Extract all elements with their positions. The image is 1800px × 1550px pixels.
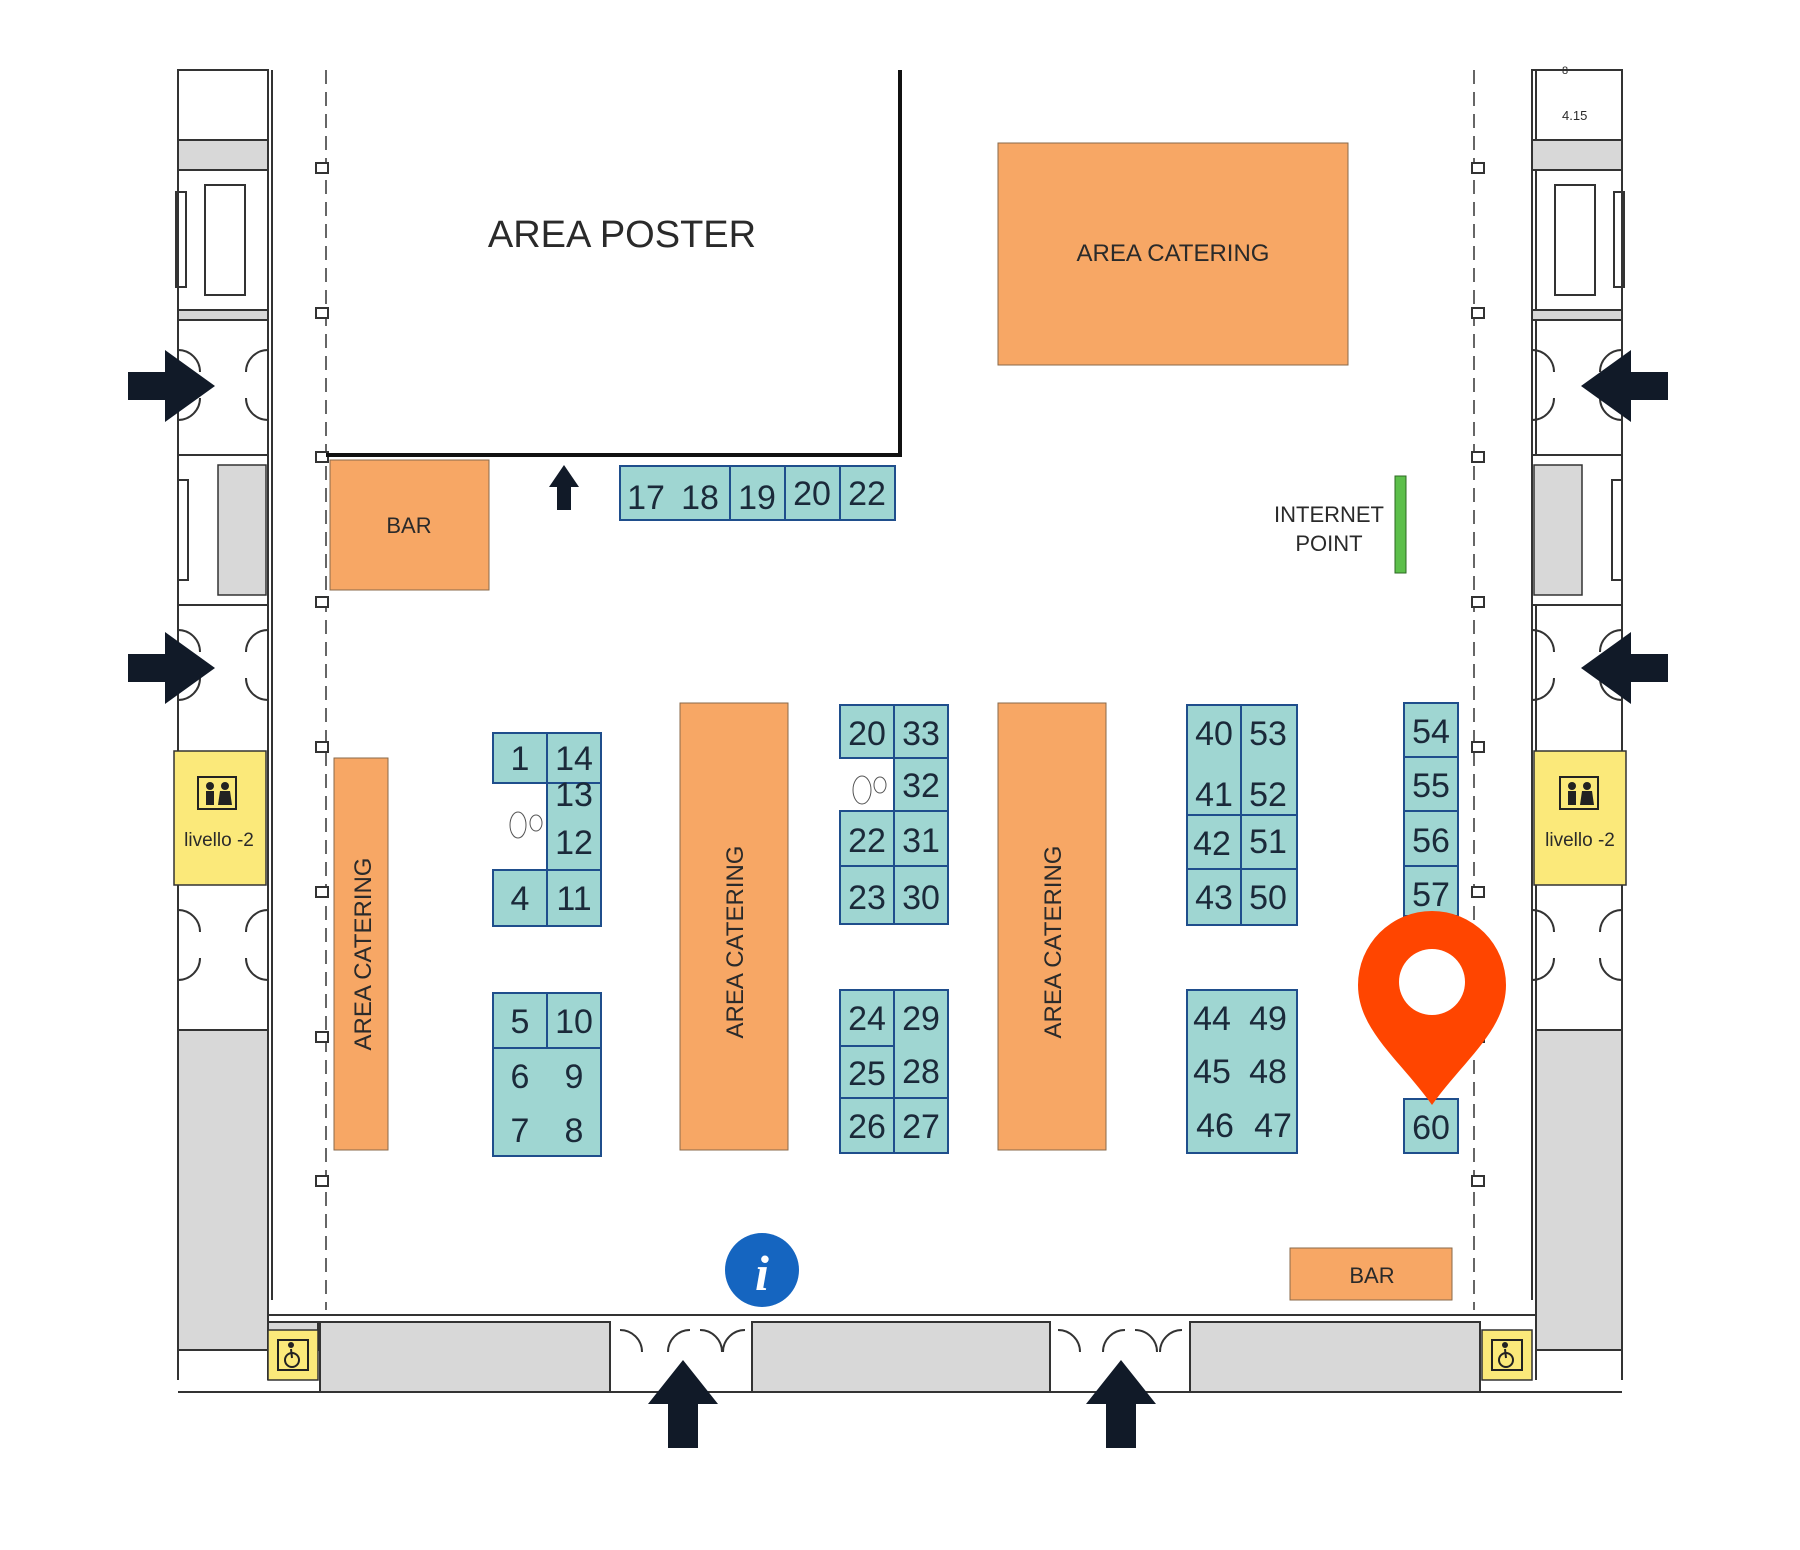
booth-number: 23 [848,879,886,917]
toilets-right-label: livello -2 [1545,830,1615,851]
booth-number: 17 [627,479,665,517]
toilets-right[interactable]: livello -2 [1533,750,1627,886]
dimension-label: 4.15 [1562,108,1587,123]
booth-number: 13 [555,776,593,814]
booth[interactable]: 17 18 [619,465,731,521]
catering-left[interactable]: AREA CATERING [333,757,389,1151]
internet-point[interactable]: INTERNET POINT [1274,475,1407,574]
arrow-icon [648,1360,718,1448]
bar-top[interactable]: BAR [329,459,490,591]
catering-center-left[interactable]: AREA CATERING [679,702,789,1151]
booth-column-g: 54 55 56 57 60 [1403,702,1459,1154]
booth-number: 22 [848,475,886,513]
toilets-left-label: livello -2 [184,830,254,851]
catering-top-label: AREA CATERING [1077,240,1270,267]
bar-bottom[interactable]: BAR [1289,1247,1453,1301]
booth-cluster-a: 1 14 13 12 11 4 13 12 [492,732,602,927]
booth-number: 44 [1193,1000,1231,1038]
wheelchair-icon [1481,1329,1533,1381]
booth-number: 45 [1193,1053,1231,1091]
booth-number: 41 [1195,776,1233,814]
booth-number: 22 [848,822,886,860]
booth-number: 31 [902,822,940,860]
toilets-left[interactable]: livello -2 [173,750,267,886]
booth-number: 29 [902,1000,940,1038]
dimension-small-label: 8 [1562,65,1568,77]
booth-number: 4 [511,880,530,918]
booths-row-top: 17 18 19 20 22 [619,465,896,521]
booth-number: 19 [738,479,776,517]
arrow-icon [128,350,215,422]
catering-center-right-label: AREA CATERING [1040,846,1067,1039]
arrow-icon [128,632,215,704]
booth-number: 26 [848,1108,886,1146]
booth-number: 9 [565,1058,584,1096]
bar-bottom-label: BAR [1349,1263,1394,1288]
booth-number: 42 [1193,825,1231,863]
booth[interactable]: 19 [729,465,786,521]
booth-number: 24 [848,1000,886,1038]
booth-number: 54 [1412,713,1450,751]
booth-cluster-b: 5 10 6 9 7 8 [492,992,602,1157]
arrow-icon [1581,632,1668,704]
arrow-icon [1581,350,1668,422]
booth-number: 43 [1195,879,1233,917]
booth-cluster-c: 20 33 32 22 31 23 30 [839,704,949,925]
bar-top-label: BAR [386,513,431,538]
booth-number: 49 [1249,1000,1287,1038]
booth-number: 50 [1249,879,1287,917]
area-poster-label: AREA POSTER [488,214,756,256]
catering-center-right[interactable]: AREA CATERING [997,702,1107,1151]
booth-number: 5 [511,1003,530,1041]
booth-number: 25 [848,1055,886,1093]
booth-number: 55 [1412,767,1450,805]
booth-number: 51 [1249,823,1287,861]
building-structure: 4.15 8 [175,65,1625,1393]
booth-cluster-e: 40 41 53 52 42 51 43 50 [1186,704,1298,926]
booth-number: 12 [555,824,593,862]
booth-number: 14 [555,740,593,778]
booth-number: 8 [565,1112,584,1150]
booth-number: 40 [1195,715,1233,753]
booth-number: 7 [511,1112,530,1150]
internet-point-label-2: POINT [1295,531,1362,556]
booth-number: 57 [1412,876,1450,914]
booth-number: 53 [1249,715,1287,753]
location-pin-icon[interactable] [1358,911,1506,1105]
booth-number: 33 [902,715,940,753]
svg-text:i: i [755,1245,769,1301]
booth-number: 52 [1249,776,1287,814]
booth-cluster-d: 24 29 28 25 26 27 [839,989,949,1154]
wheelchair-icon [267,1329,319,1381]
restroom-icon [1559,776,1599,810]
booth-number: 46 [1196,1107,1234,1145]
booth-number: 48 [1249,1053,1287,1091]
catering-left-label: AREA CATERING [350,858,377,1051]
info-icon[interactable]: i [725,1233,799,1307]
arrow-icon [1086,1360,1156,1448]
booth-number: 28 [902,1053,940,1091]
catering-top[interactable]: AREA CATERING [997,142,1349,366]
booth-number: 10 [555,1003,593,1041]
arrow-icon [549,465,579,510]
booth-number: 32 [902,767,940,805]
booth-number: 11 [556,880,591,918]
booth-number: 27 [902,1108,940,1146]
booth-number: 30 [902,879,940,917]
booth-number: 18 [681,479,719,517]
booth-number: 6 [511,1058,530,1096]
booth-number: 60 [1412,1109,1450,1147]
booth[interactable]: 22 [839,465,896,521]
booth-number: 20 [793,475,831,513]
booth-number: 20 [848,715,886,753]
internet-point-label-1: INTERNET [1274,502,1384,527]
booth[interactable]: 20 [784,465,841,521]
booth-number: 56 [1412,822,1450,860]
booth-number: 1 [511,740,530,778]
booth-cluster-f: 44 49 45 48 46 47 [1186,989,1298,1154]
area-poster: AREA POSTER [326,70,902,457]
catering-center-left-label: AREA CATERING [722,846,749,1039]
booth-number: 47 [1254,1107,1292,1145]
